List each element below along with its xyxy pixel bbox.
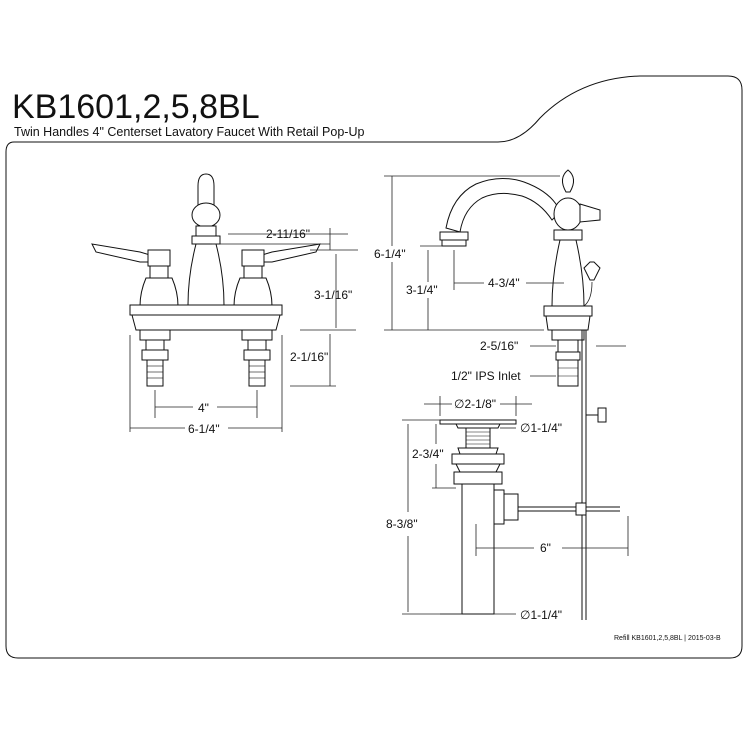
dim-drain-rod: 6" [540, 541, 551, 555]
dim-shank-length: 2-1/16" [290, 350, 328, 364]
dim-center-spread: 4" [198, 401, 209, 415]
dim-side-total-height: 6-1/4" [374, 247, 406, 261]
dim-drain-total: 8-3/8" [386, 517, 418, 531]
dim-drain-tail: ∅1-1/4" [520, 608, 562, 622]
product-subtitle: Twin Handles 4" Centerset Lavatory Fauce… [14, 125, 364, 139]
model-title: KB1601,2,5,8BL [12, 88, 260, 126]
drain-assembly [439, 419, 620, 615]
inlet-label: 1/2" IPS Inlet [451, 369, 521, 383]
dim-side-base: 2-5/16" [480, 339, 518, 353]
dim-drain-flange: ∅2-1/8" [454, 397, 496, 411]
drain-dimensions [402, 396, 629, 615]
side-view-faucet [439, 169, 607, 620]
dim-spout-offset: 2-11/16" [266, 227, 310, 241]
front-view-dimensions [129, 228, 358, 432]
sheet-frame [5, 75, 743, 659]
side-view-dimensions [384, 175, 626, 377]
dim-side-reach: 4-3/4" [488, 276, 520, 290]
dim-drain-body: ∅1-1/4" [520, 421, 562, 435]
dim-overall-width: 6-1/4" [188, 422, 220, 436]
dim-front-height: 3-1/16" [314, 288, 352, 302]
dim-drain-flange-height: 2-3/4" [412, 447, 444, 461]
dim-side-spout-height: 3-1/4" [406, 283, 438, 297]
front-view-faucet [91, 173, 321, 387]
drawing-reference: Refill KB1601,2,5,8BL | 2015-03-B [614, 635, 721, 642]
